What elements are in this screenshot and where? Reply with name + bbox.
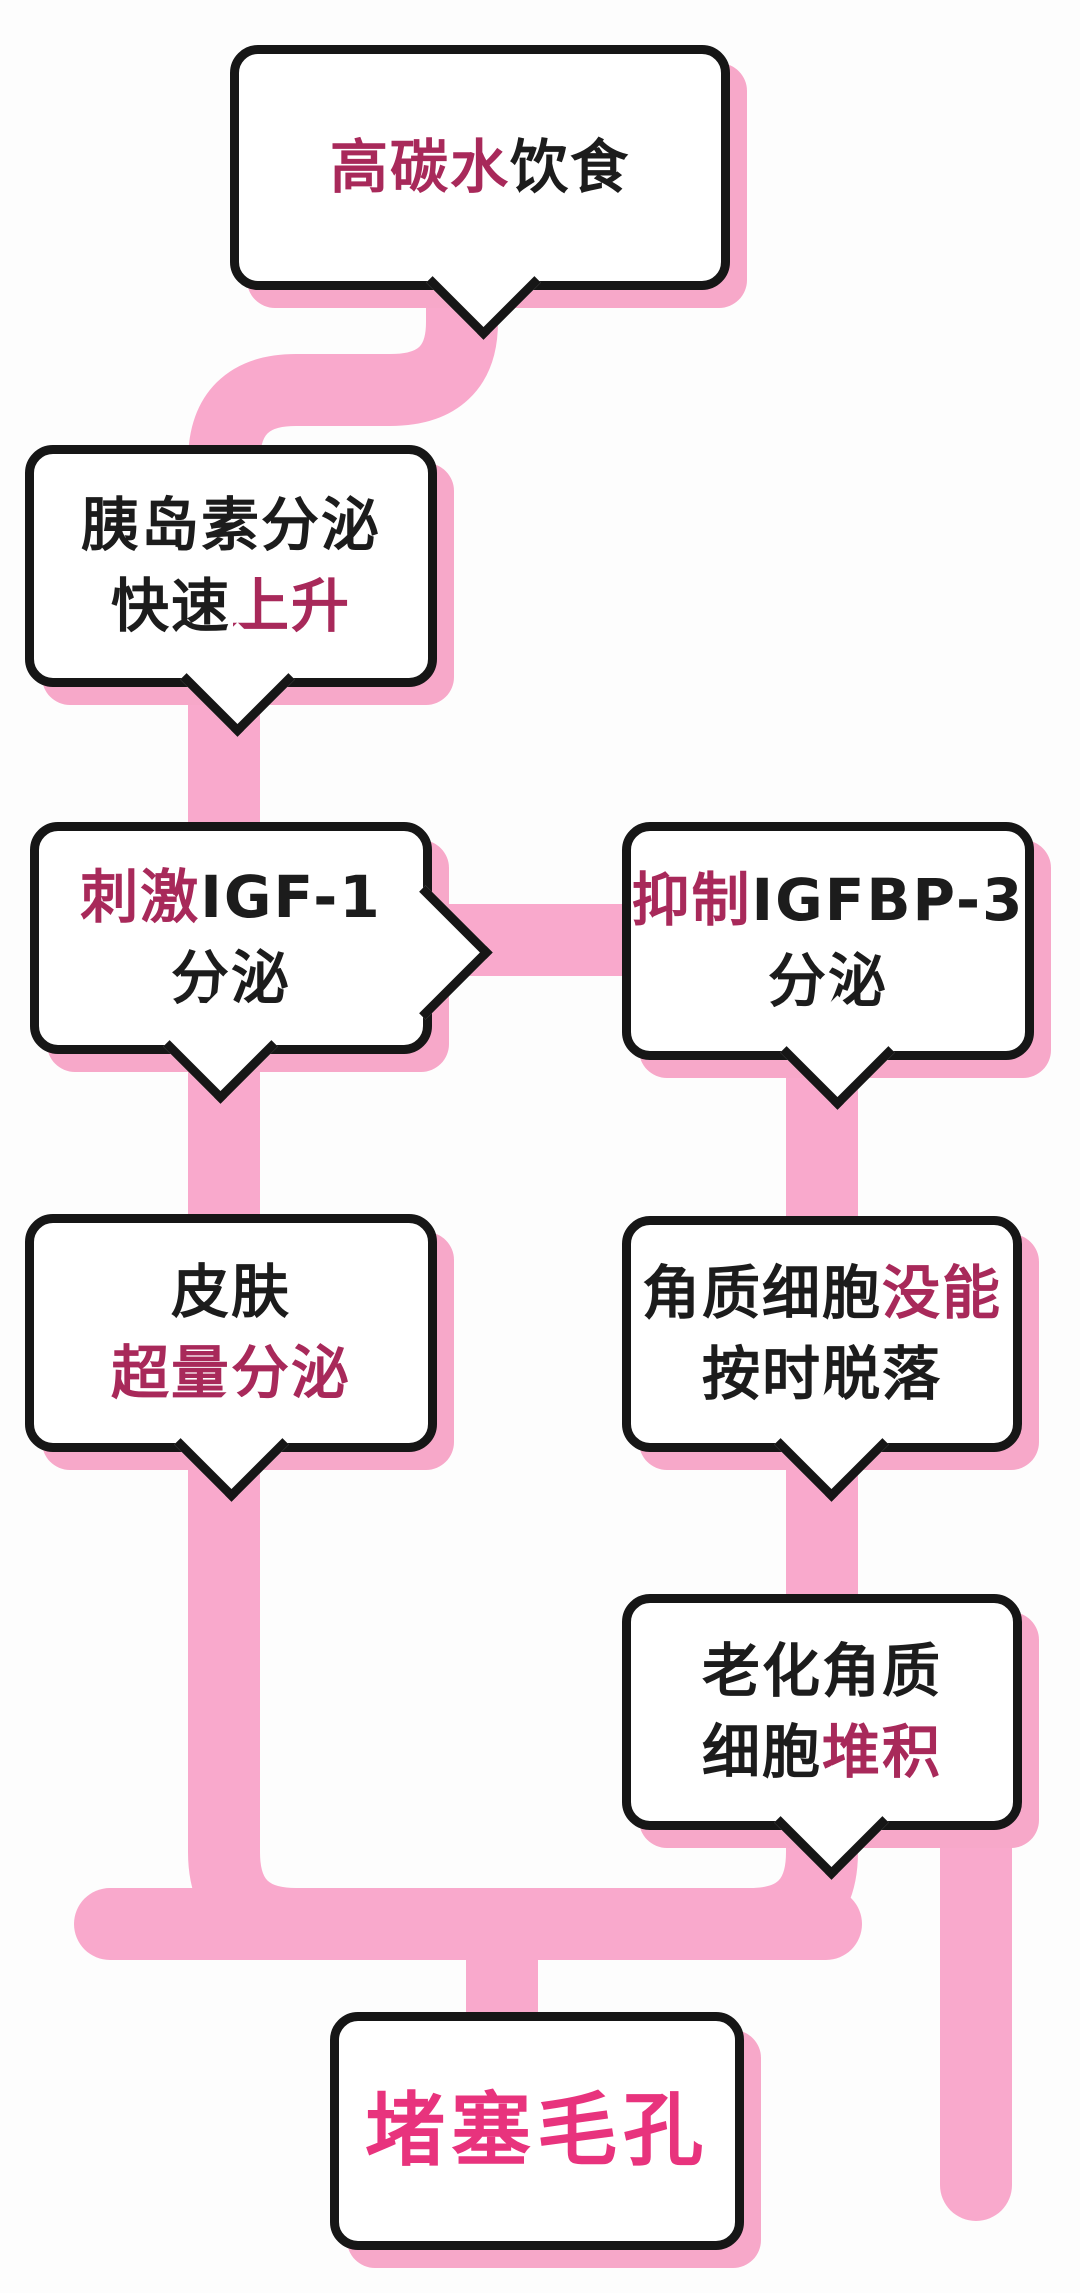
node-text-line: 高碳水饮食 xyxy=(330,130,630,205)
node-stimulate-igf1: 刺激IGF-1 分泌 xyxy=(30,822,493,1104)
text-segment: 饮食 xyxy=(510,132,631,201)
node-inhibit-igfbp3: 抑制IGFBP-3 分泌 xyxy=(622,822,1034,1110)
text-segment: 角质细胞 xyxy=(641,1258,882,1327)
node-insulin-spike: 胰岛素分泌 快速上升 xyxy=(25,445,437,737)
node-text-line: 刺激IGF-1 xyxy=(80,860,381,935)
text-segment: IGFBP-3 xyxy=(751,865,1025,934)
node-text-line: 胰岛素分泌 xyxy=(81,488,381,563)
text-segment: 刺激 xyxy=(80,862,201,931)
text-segment: 细胞 xyxy=(701,1718,822,1786)
node-aged-keratin-buildup: 老化角质 细胞堆积 xyxy=(622,1594,1022,1880)
text-segment: 没能 xyxy=(882,1258,1003,1327)
node-text-line: 老化角质 xyxy=(702,1634,942,1709)
text-segment: 老化角质 xyxy=(701,1636,942,1705)
node-text-line: 快速上升 xyxy=(111,569,351,644)
text-segment: 快速 xyxy=(110,572,231,640)
node-text-line: 分泌 xyxy=(768,944,888,1019)
text-segment: 分泌 xyxy=(767,947,888,1015)
node-skin-oversecretion: 皮肤 超量分泌 xyxy=(25,1214,437,1502)
text-segment: 抑制 xyxy=(631,865,752,934)
node-text-line: 角质细胞没能 xyxy=(642,1256,1002,1331)
node-keratinocytes-not-shed: 角质细胞没能 按时脱落 xyxy=(622,1216,1022,1502)
node-clogged-pores: 堵塞毛孔 xyxy=(330,2012,744,2250)
text-segment: 高碳水 xyxy=(329,132,510,201)
node-text-line: 抑制IGFBP-3 xyxy=(632,863,1025,938)
ribbon-top-s-curve xyxy=(188,250,498,560)
text-segment: 胰岛素分泌 xyxy=(80,490,381,559)
node-high-carb-diet: 高碳水饮食 xyxy=(230,45,730,340)
node-text-line: 皮肤 xyxy=(171,1255,291,1330)
text-segment: IGF-1 xyxy=(200,862,382,931)
text-segment: 皮肤 xyxy=(170,1257,291,1326)
node-text-line: 堵塞毛孔 xyxy=(365,2079,709,2183)
text-segment: 堵塞毛孔 xyxy=(365,2084,709,2177)
text-segment: 上升 xyxy=(231,572,352,640)
